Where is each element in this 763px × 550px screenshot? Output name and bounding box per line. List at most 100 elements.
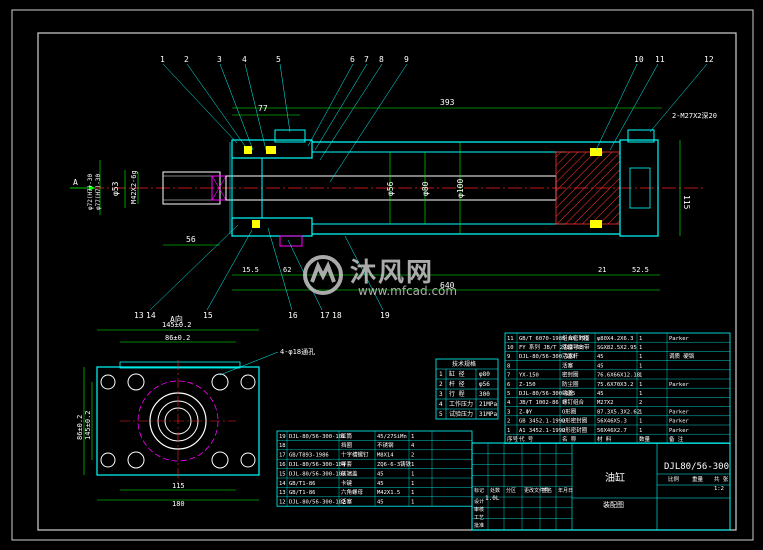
bom-cell: 六角螺母 xyxy=(341,488,364,496)
bom-cell: DJL-80/56-300-102 xyxy=(289,500,345,506)
bom-cell: 19 xyxy=(279,434,286,440)
flange-bolt-hole xyxy=(100,374,116,390)
bom-cell: M42X1.5 xyxy=(377,490,400,496)
flange-w2: 86±0.2 xyxy=(165,334,190,342)
bom-cell: 11 xyxy=(507,336,514,342)
bom-cell: YX-150 xyxy=(519,373,539,379)
port-fitting-left xyxy=(274,129,306,143)
bom-cell: Parker xyxy=(669,409,690,415)
bom-cell: Parker xyxy=(669,382,690,388)
rod-end xyxy=(162,171,221,205)
tb-role-label: 工艺 xyxy=(474,515,484,521)
dim-stroke: 640 xyxy=(440,281,455,290)
bom-cell: GB/T1-86 xyxy=(289,490,316,496)
balloon-label: 16 xyxy=(288,311,298,320)
balloon-label: 10 xyxy=(634,55,644,64)
bom-cell: 端盖 xyxy=(562,389,574,397)
watermark-url: www.mfcad.com xyxy=(358,284,458,298)
spec-cell: 2 xyxy=(439,381,443,388)
rear-cap xyxy=(619,139,659,237)
bom-cell: 12 xyxy=(279,500,286,506)
bom-cell: 6 xyxy=(507,382,510,388)
tb-row-label: 更改文件号 xyxy=(524,487,549,494)
view-a-marker: A xyxy=(73,178,78,187)
spec-cell: 行 程 xyxy=(449,390,465,398)
tb-mark: 1.0L xyxy=(485,495,500,502)
tb-row-label: 年月日 xyxy=(558,487,573,494)
piston xyxy=(555,151,621,225)
balloon-label: 5 xyxy=(276,55,281,64)
bom-cell: 14 xyxy=(279,481,286,487)
bom-cell: 45 xyxy=(597,354,604,360)
dim-rod-end-text2: φ77(H7)-30 xyxy=(95,173,102,210)
balloon-label: 17 xyxy=(320,311,330,320)
spec-cell: 31MPa xyxy=(479,411,497,418)
bom-cell: 代 号 xyxy=(519,435,534,443)
bom-cell: 挡圈 xyxy=(341,441,353,449)
spec-cell: 300 xyxy=(479,391,490,398)
balloon-label: 9 xyxy=(404,55,409,64)
tb-row-label: 分区 xyxy=(506,487,516,494)
bom-cell: 名 称 xyxy=(562,435,577,443)
bom-cell: 密封圈 xyxy=(562,371,579,379)
bom-cell: 活塞 xyxy=(562,361,574,369)
bom-cell: DJL-80/56-300-105 xyxy=(519,391,575,397)
main-section-view xyxy=(70,63,708,311)
bom-cell: 1 xyxy=(639,391,642,397)
dim-rod-end-dia: φ53 xyxy=(111,181,120,196)
bom-cell: GB/T893-1986 xyxy=(289,453,329,459)
dim-port-len: 77 xyxy=(258,104,268,113)
balloon-label: 3 xyxy=(217,55,222,64)
bom-cell: ZQ6-6-3铸铁 xyxy=(377,460,412,468)
bom-cell: 十字槽螺钉 xyxy=(341,451,369,459)
balloon-label: 11 xyxy=(655,55,665,64)
dim-rod-end-text1: φ72(H7)-30 xyxy=(87,173,94,210)
spec-cell: 缸 径 xyxy=(449,370,465,378)
bom-cell: 活塞杆 xyxy=(562,352,579,360)
bom-cell: Z-ΦY xyxy=(519,409,533,415)
bom-cell: 1 xyxy=(639,354,642,360)
flange-h1: 86±0.2 xyxy=(76,415,84,440)
tb-row-label: 处数 xyxy=(490,487,500,494)
dim-bore-dia: φ80 xyxy=(421,181,430,196)
bom-cell: 1 xyxy=(639,409,642,415)
dim-overall: 393 xyxy=(440,98,455,107)
bom-cell: 17 xyxy=(279,453,286,459)
balloon-label: 15 xyxy=(203,311,213,320)
tb-row-label: 标记 xyxy=(474,487,484,494)
tb-sub-label: 装配图 xyxy=(603,500,624,509)
spec-title: 技术规格 xyxy=(452,360,476,368)
tb-drawing-no: DJL80/56-300 xyxy=(664,462,729,472)
bom-cell: DJL-80/56-300-103 xyxy=(519,354,575,360)
bom-cell: 45 xyxy=(597,391,604,397)
bom-cell: 1 xyxy=(411,471,414,477)
balloon-label: 6 xyxy=(350,55,355,64)
tb-sheet-label: 共 张 xyxy=(714,475,729,483)
bom-cell: 1 xyxy=(411,462,414,468)
view-a-label: A向 xyxy=(170,314,183,324)
bom-cell: 1 xyxy=(507,428,510,434)
spec-cell: 21MPa xyxy=(479,401,497,408)
balloon-label: 19 xyxy=(380,311,390,320)
dim-15: 15.5 xyxy=(242,266,259,274)
bom-cell: 导套 xyxy=(341,460,353,468)
tb-row-label: 签名 xyxy=(542,487,552,494)
balloon-label: 1 xyxy=(160,55,165,64)
balloon-label: 2 xyxy=(184,55,189,64)
bom-cell: 45 xyxy=(377,500,384,506)
spec-cell: 5 xyxy=(439,411,443,418)
bom-cell: 75.6X70X3.2 xyxy=(597,382,633,388)
bom-cell: φ80X4.2X6.3 xyxy=(597,336,633,342)
tb-weight-label: 重量 xyxy=(692,475,704,483)
bom-cell: 87.3X5.3X2.62 xyxy=(597,409,640,415)
bom-cell: 1 xyxy=(639,428,642,434)
spec-cell: 4 xyxy=(439,401,443,408)
bom-cell: 2 xyxy=(507,419,510,425)
bom-cell: GB/T 6070-1985 0X.791 xyxy=(519,336,589,342)
bom-cell: 1 xyxy=(639,419,642,425)
bom-cell: 螺钉组合 xyxy=(562,398,585,406)
mfcad-logo-icon xyxy=(303,255,343,295)
